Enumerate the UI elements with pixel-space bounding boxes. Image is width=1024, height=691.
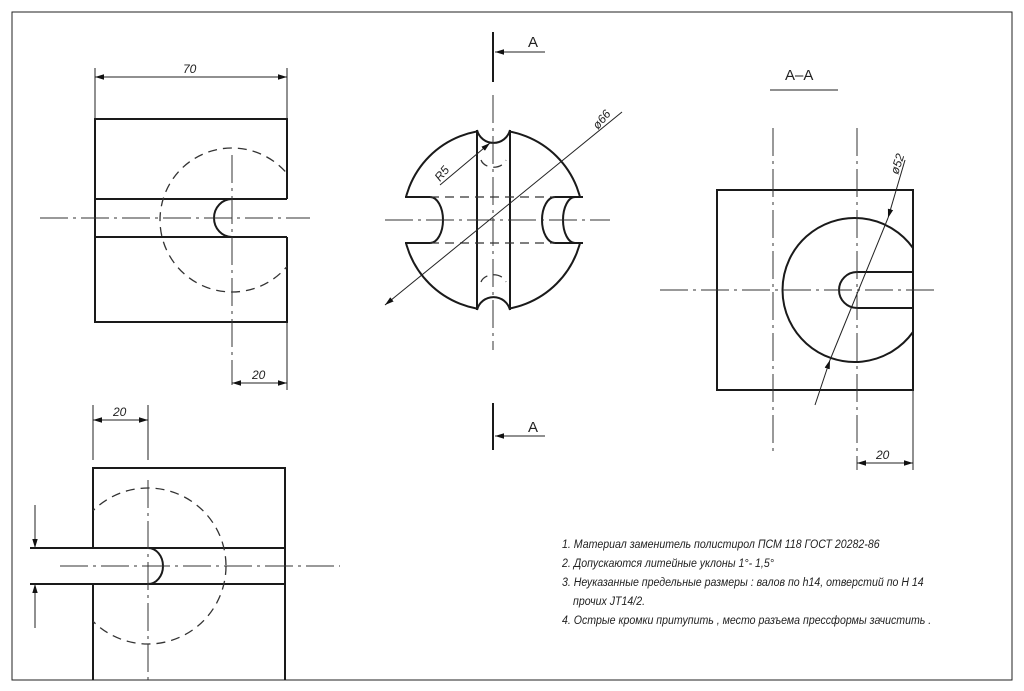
front-view [40,68,310,390]
section-marker-bottom: A [528,419,538,436]
note-2: 2. Допускаются литейные уклоны 1°- 1,5° [562,558,774,570]
dim-diameter-66-label: ø66 [590,107,614,132]
dim-radius-label: R5 [432,163,453,184]
drawing-frame [11,11,1013,681]
dim-70-label: 70 [183,62,197,76]
dim-20-bottom-label: 20 [112,405,127,419]
technical-notes: 1. Материал заменитель полистирол ПСМ 11… [562,536,931,631]
side-view [384,32,623,450]
note-4: 4. Острые кромки притупить , место разъе… [562,615,932,627]
section-view [660,89,935,470]
note-3-continued: прочих JT14/2. [573,596,646,608]
dim-20-section-label: 20 [875,448,890,462]
dim-diameter-52-label: ø52 [888,152,908,176]
section-title: A–A [785,67,813,84]
note-3: 3. Неуказанные предельные размеры : вало… [562,577,924,589]
dim-20-label: 20 [251,368,266,382]
note-1: 1. Материал заменитель полистирол ПСМ 11… [562,539,880,551]
section-marker-top: A [528,34,538,51]
top-view [30,405,340,680]
